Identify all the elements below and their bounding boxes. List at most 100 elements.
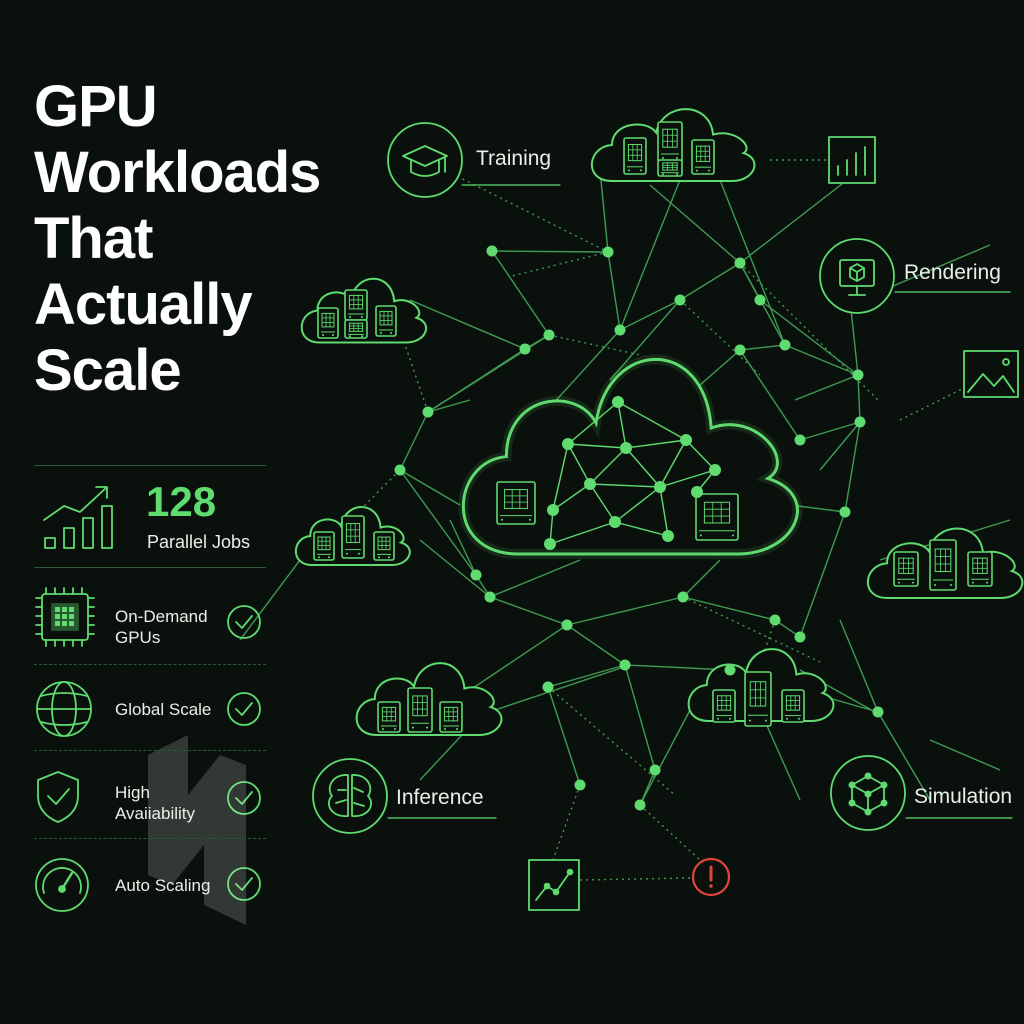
icon-frame xyxy=(828,136,876,184)
network-node xyxy=(769,614,781,626)
network-node xyxy=(602,246,614,258)
mesh-node xyxy=(547,504,559,516)
title-line: Scale xyxy=(34,338,182,403)
server-led xyxy=(676,157,678,159)
server-icon xyxy=(373,531,395,561)
network-nodes xyxy=(394,245,884,811)
network-edge xyxy=(547,686,581,786)
cube-vertex xyxy=(880,799,888,807)
network-edge xyxy=(548,334,641,356)
cube-network-icon xyxy=(830,755,906,831)
network-edge xyxy=(649,184,741,264)
mesh-node xyxy=(584,478,596,490)
server-led xyxy=(912,581,914,584)
server-body xyxy=(375,305,397,337)
diagram-icons xyxy=(312,122,1019,911)
server-led xyxy=(378,556,380,559)
title-line: Workloads xyxy=(34,140,321,205)
network-node xyxy=(754,294,766,306)
network-edge xyxy=(839,619,879,713)
cube xyxy=(849,263,865,282)
trend-line xyxy=(535,871,571,901)
network-edge xyxy=(624,664,656,771)
server-led xyxy=(765,719,767,722)
alert-icon xyxy=(691,857,731,897)
network-node xyxy=(779,339,791,351)
network-edge xyxy=(449,519,477,576)
cube-vertex xyxy=(864,772,872,780)
network-edge xyxy=(739,262,761,301)
server-icon xyxy=(317,307,339,339)
network-edge xyxy=(639,804,701,861)
server-led xyxy=(732,534,734,537)
server-icon xyxy=(407,687,433,733)
network-edge xyxy=(682,596,821,663)
label-training: Training xyxy=(476,147,552,170)
feature-auto-scaling: Auto Scaling xyxy=(115,875,210,896)
mesh-edge xyxy=(625,447,661,488)
server-led xyxy=(382,728,384,730)
cloud-left-mid xyxy=(294,506,411,566)
chip-cell xyxy=(55,614,60,619)
mesh-node xyxy=(612,396,624,408)
server-grid xyxy=(934,548,952,572)
server-icon xyxy=(341,515,365,559)
server-icon xyxy=(967,551,993,587)
network-edge xyxy=(599,169,609,253)
server-led xyxy=(412,726,414,729)
server-led xyxy=(328,556,330,559)
line-graph-icon xyxy=(528,859,580,911)
server-led xyxy=(426,726,428,729)
chip-cell xyxy=(69,614,74,619)
server-led xyxy=(529,518,531,521)
network-edge xyxy=(427,334,550,413)
image-icon xyxy=(963,350,1019,398)
cloud-glow xyxy=(458,354,803,559)
server-led xyxy=(786,717,788,720)
server-led xyxy=(749,719,751,722)
server-body xyxy=(712,689,736,723)
cube-vertex xyxy=(864,790,872,798)
server-body xyxy=(657,121,683,163)
server-led xyxy=(898,581,900,584)
server-body xyxy=(781,689,805,723)
brand-watermark xyxy=(148,735,246,925)
network-edge xyxy=(239,559,301,641)
server-led xyxy=(662,157,664,159)
network-edge xyxy=(489,559,581,598)
network-node xyxy=(519,343,531,355)
chip-cell xyxy=(55,607,60,612)
server-led xyxy=(501,518,503,521)
network-node xyxy=(394,464,406,476)
server-led xyxy=(394,728,396,730)
check-circle-icon xyxy=(227,692,261,726)
server-body xyxy=(893,551,919,587)
graduation-cap-icon xyxy=(387,122,463,198)
network-edge xyxy=(739,169,861,264)
network-edge xyxy=(566,596,684,626)
mesh-node xyxy=(562,438,574,450)
shield xyxy=(37,771,79,823)
cloud-central xyxy=(458,354,803,559)
network-edge xyxy=(489,596,568,626)
mesh-node xyxy=(620,442,632,454)
network-edge xyxy=(427,399,471,413)
server-icon xyxy=(344,319,368,339)
network-node xyxy=(634,799,646,811)
network-edge xyxy=(682,559,721,598)
divider xyxy=(34,838,266,839)
icon-ring xyxy=(387,122,463,198)
server-body xyxy=(377,701,401,733)
network-edge xyxy=(491,250,609,253)
server-icon xyxy=(657,159,683,177)
server-grid xyxy=(749,681,767,707)
server-icon xyxy=(744,671,772,727)
bar-chart-icon xyxy=(828,136,876,184)
server-led xyxy=(322,334,324,336)
server-grid xyxy=(345,523,361,543)
server-icon xyxy=(712,689,736,723)
server-icon xyxy=(691,139,715,175)
mesh-edge xyxy=(549,521,616,545)
mesh-edge xyxy=(567,443,591,485)
